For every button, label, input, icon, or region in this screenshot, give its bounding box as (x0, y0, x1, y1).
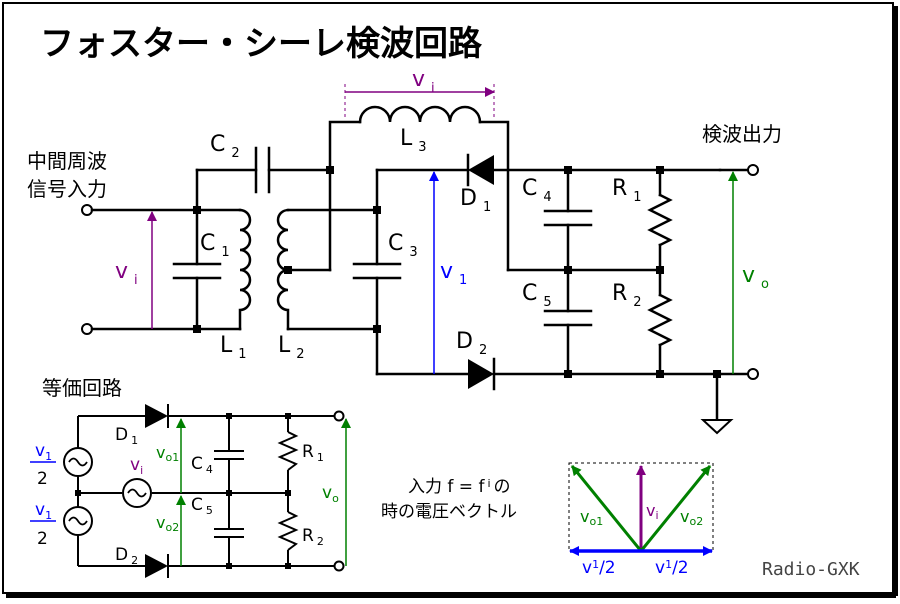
svg-text:vi: vi (130, 455, 143, 477)
svg-text:vi: vi (646, 501, 659, 522)
svg-text:v1: v1 (35, 500, 52, 522)
equivalent-circuit: 等価回路 (30, 376, 351, 578)
inductor-l3 (358, 105, 482, 124)
eq-capacitor-c5 (214, 528, 244, 538)
diode-d2 (468, 359, 494, 389)
capacitor-c2 (254, 146, 271, 194)
svg-text:C4: C4 (191, 454, 213, 476)
inductor-l2 (276, 208, 290, 331)
svg-text:2: 2 (37, 469, 48, 489)
svg-text:R1: R1 (302, 442, 324, 464)
output-terminal-top (747, 164, 759, 176)
equivalent-label: 等価回路 (42, 376, 122, 400)
svg-text:v1/2: v1/2 (582, 558, 616, 578)
svg-text:vo: vo (322, 483, 339, 505)
diode-d1 (468, 155, 494, 185)
eq-capacitor-c4 (214, 450, 244, 460)
output-label: 検波出力 (702, 122, 782, 146)
svg-text:2: 2 (37, 529, 48, 549)
svg-text:vo2: vo2 (680, 507, 703, 528)
svg-text:C5: C5 (191, 495, 213, 517)
svg-text:D2: D2 (115, 545, 138, 567)
capacitor-c1 (172, 262, 222, 280)
vector-caption-line2: 時の電圧ベクトル (381, 502, 517, 522)
input-label-line2: 信号入力 (27, 177, 107, 201)
svg-text:vo1: vo1 (580, 507, 603, 528)
resistor-r2 (647, 293, 673, 347)
inductor-l1 (238, 208, 252, 331)
eq-resistor-r1 (277, 431, 299, 471)
capacitor-c3 (352, 262, 402, 280)
page-title: フォスター・シーレ検波回路 (40, 24, 483, 64)
svg-text:v1/2: v1/2 (655, 558, 689, 578)
eq-diode-d1 (145, 404, 168, 428)
svg-text:vo2: vo2 (156, 513, 179, 534)
svg-text:vo1: vo1 (156, 443, 179, 464)
capacitor-c4 (543, 209, 593, 227)
vector-vo1 (570, 465, 643, 552)
svg-text:R2: R2 (302, 526, 324, 548)
vector-vo2 (639, 465, 712, 552)
junction-dots (193, 166, 721, 378)
input-terminal-top (81, 204, 93, 216)
input-terminal-bottom (81, 323, 93, 335)
resistor-r1 (647, 193, 673, 247)
capacitor-c5 (543, 309, 593, 327)
ground-symbol (700, 419, 734, 435)
eq-diode-d2 (145, 554, 168, 578)
eq-resistor-r2 (277, 511, 299, 551)
svg-text:v1: v1 (35, 441, 52, 463)
input-label-line1: 中間周波 (27, 149, 107, 173)
output-terminal-bottom (747, 368, 759, 380)
credit-label: Radio-GXK (762, 559, 860, 580)
svg-text:D1: D1 (115, 425, 138, 447)
